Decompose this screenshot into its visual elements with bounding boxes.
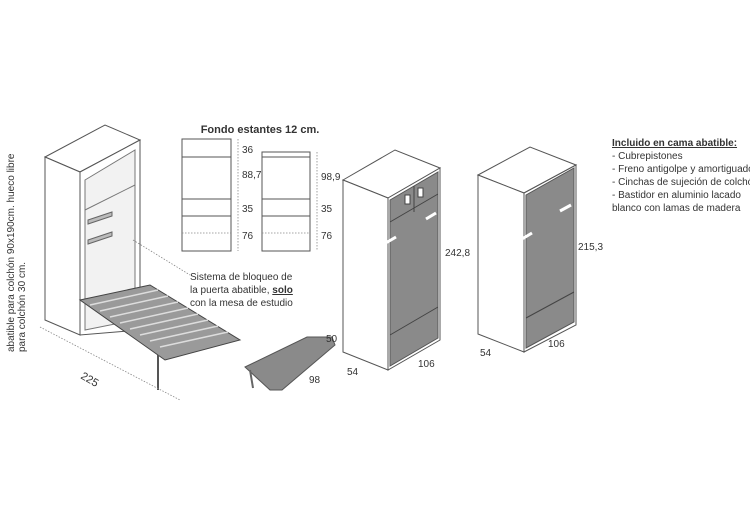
shelf-dim: 76 [242,231,254,242]
short-cabinet-drawing: 215,3 106 54 [476,146,603,359]
included-item: - Bastidor en aluminio lacado [612,190,741,201]
shelf-dim: 36 [242,145,254,156]
included-item: - Freno antigolpe y amortiguado [612,164,750,175]
tall-cabinet-height: 242,8 [445,248,470,259]
callout-line1: Sistema de bloqueo de [190,272,293,283]
side-note-line1: abatible para colchón 90x190cm. hueco li… [6,153,17,352]
shelves-title: Fondo estantes 12 cm. [201,124,320,136]
shelf-diagram-left: 36 88,7 35 76 [181,138,262,252]
included-item: - Cubrepistones [612,151,683,162]
included-features: Incluido en cama abatible: - Cubrepiston… [612,138,750,214]
shelf-dim: 88,7 [242,170,262,181]
short-cabinet-width: 106 [548,339,565,350]
included-item: - Cinchas de sujeción de colchón [612,177,750,188]
callout-line2: la puerta abatible, solo [190,285,293,296]
side-note: abatible para colchón 90x190cm. hueco li… [6,153,28,352]
included-item: blanco con lamas de madera [612,203,741,214]
tall-cabinet-depth: 54 [347,367,359,378]
short-cabinet-height: 215,3 [578,242,603,253]
tall-cabinet-width: 106 [418,359,435,370]
callout-bold: solo [272,285,293,296]
callout-line3: con la mesa de estudio [190,298,293,309]
shelf-diagram-right: 98,9 35 76 [261,151,341,252]
shelf-dim: 35 [242,204,254,215]
table-width-label: 98 [309,375,321,386]
shelf-dim: 98,9 [321,172,341,183]
open-bed-cabinet-drawing: 225 [39,124,242,401]
study-table-drawing: 50 98 [244,334,338,391]
callout-line2-text: la puerta abatible, [190,285,272,296]
lock-system-callout: Sistema de bloqueo de la puerta abatible… [190,272,293,309]
short-cabinet-depth: 54 [480,348,492,359]
shelf-dim: 76 [321,231,333,242]
tall-cabinet-drawing: 242,8 106 54 [341,149,470,378]
included-title: Incluido en cama abatible: [612,138,737,149]
side-note-line2: para colchón 30 cm. [17,262,28,352]
shelf-dim: 35 [321,204,333,215]
bed-length-label: 225 [79,370,101,390]
table-depth-label: 50 [326,334,338,345]
